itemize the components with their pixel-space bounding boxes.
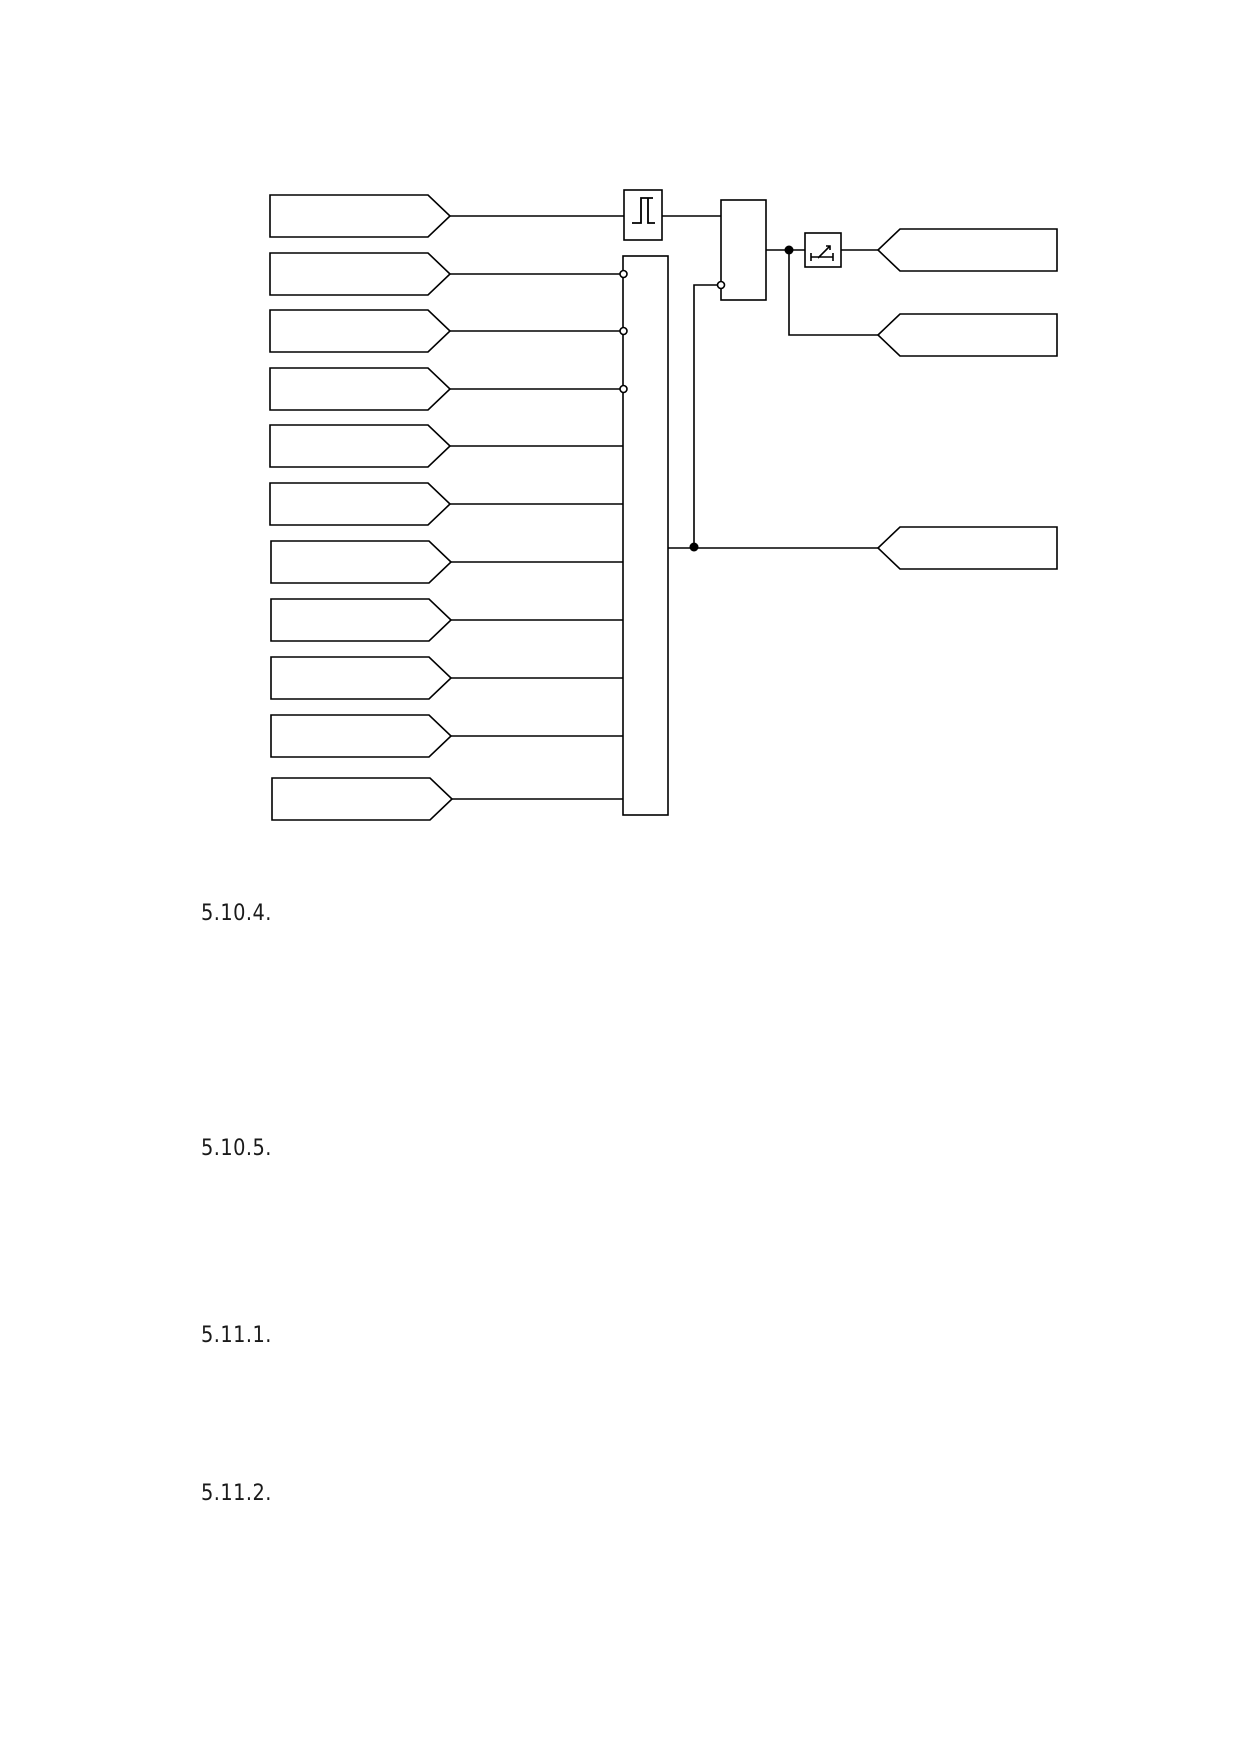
junction-dot-lower [689, 542, 699, 552]
hysteresis-box [623, 189, 663, 241]
input-tag-1 [269, 194, 452, 238]
gate-inversion-circle [716, 280, 726, 290]
output-tag-2 [876, 313, 1058, 357]
hysteresis-icon [632, 197, 655, 224]
timer-block [804, 232, 842, 268]
branch-line [788, 250, 878, 336]
input-tag-5 [269, 424, 452, 468]
hysteresis-block [623, 189, 663, 241]
gate-block [720, 199, 767, 301]
input-tag-6 [269, 482, 452, 526]
inversion-circle-4 [619, 384, 628, 394]
timer-box [804, 232, 842, 268]
input-tag-10 [270, 714, 453, 758]
input-tags [269, 194, 454, 821]
input-tag-7 [270, 540, 453, 584]
inversion-markers [619, 269, 628, 394]
input-tag-9 [270, 656, 453, 700]
output-tag-3 [876, 526, 1058, 570]
section-number-5-11-2: 5.11.2. [201, 1481, 272, 1506]
input-tag-4 [269, 367, 452, 411]
feedback-line [693, 284, 718, 547]
output-tags [876, 228, 1058, 570]
input-tag-2 [269, 252, 452, 296]
inversion-circle-2 [619, 269, 628, 279]
input-lines [450, 215, 624, 800]
section-number-5-11-1: 5.11.1. [201, 1323, 272, 1348]
inversion-circle-3 [619, 326, 628, 336]
section-number-5-10-5: 5.10.5. [201, 1136, 272, 1161]
output-tag-1 [876, 228, 1058, 272]
multi-input-block [622, 255, 669, 816]
timer-icon [810, 245, 834, 261]
input-tag-11 [271, 777, 454, 821]
section-number-5-10-4: 5.10.4. [201, 901, 272, 926]
input-tag-3 [269, 309, 452, 353]
input-tag-8 [270, 598, 453, 642]
